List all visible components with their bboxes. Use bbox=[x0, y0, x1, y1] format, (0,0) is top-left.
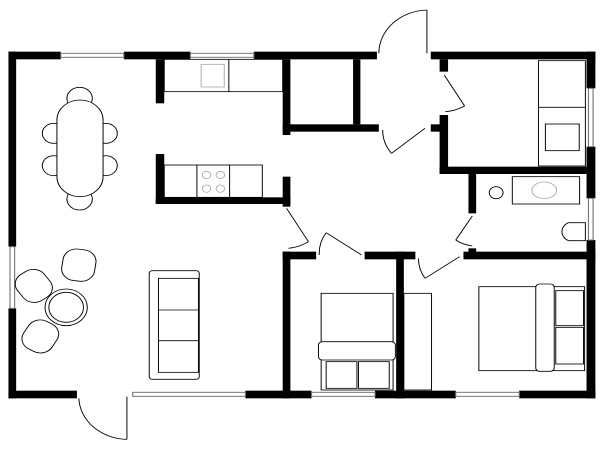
wardrobe bbox=[403, 292, 433, 391]
double-bed bbox=[478, 283, 586, 372]
kitchen-counter-top bbox=[163, 58, 284, 93]
bathroom-fixtures bbox=[488, 176, 586, 242]
single-bed-top bbox=[537, 60, 586, 167]
sink-icon bbox=[531, 181, 558, 200]
interior-walls bbox=[155, 59, 596, 399]
kitchen-side-door[interactable] bbox=[286, 208, 309, 249]
master-bedroom-door[interactable] bbox=[417, 256, 460, 279]
lounge-chairs bbox=[14, 248, 97, 354]
windows bbox=[9, 52, 594, 397]
toilet-icon bbox=[561, 222, 586, 242]
doors bbox=[78, 9, 473, 440]
bedroom-door[interactable] bbox=[318, 232, 362, 256]
sink-icon bbox=[200, 63, 225, 88]
dining-table bbox=[41, 86, 118, 211]
entrance-door[interactable] bbox=[378, 9, 428, 54]
patio-door[interactable] bbox=[78, 396, 128, 440]
kitchen-counter-bottom bbox=[163, 164, 263, 198]
single-bed bbox=[317, 292, 396, 391]
top-bedroom-door[interactable] bbox=[443, 74, 466, 113]
shower-icon bbox=[488, 186, 504, 200]
bathroom-door[interactable] bbox=[455, 215, 473, 247]
outer-walls bbox=[8, 51, 596, 399]
closet-door[interactable] bbox=[382, 128, 426, 154]
stove-icon bbox=[201, 170, 226, 193]
sofa bbox=[148, 270, 200, 380]
